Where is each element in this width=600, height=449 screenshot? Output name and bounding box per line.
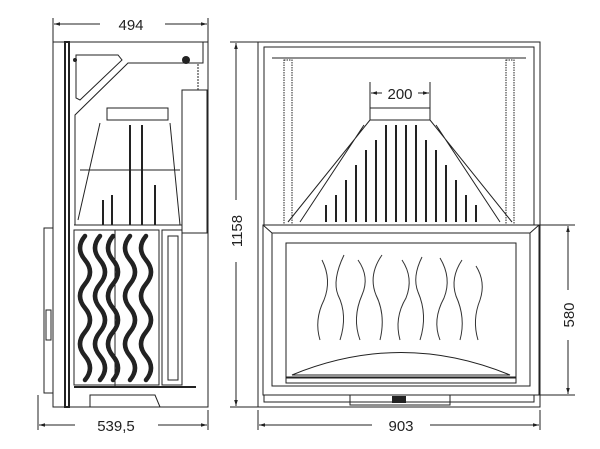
side-view — [43, 41, 209, 408]
hood-fins — [325, 125, 477, 222]
dimension-580: 580 — [540, 224, 578, 396]
flames — [317, 254, 483, 341]
dimension-200: 200 — [369, 82, 431, 108]
dimension-1158: 1158 — [229, 41, 258, 408]
dim-label-903: 903 — [388, 418, 413, 435]
dimension-539-5: 539,5 — [37, 395, 209, 435]
dimension-494: 494 — [52, 17, 209, 42]
dimension-903: 903 — [257, 410, 541, 435]
dim-label-494: 494 — [118, 17, 143, 34]
dim-label-539-5: 539,5 — [97, 418, 135, 435]
front-view — [257, 41, 541, 408]
heat-exchanger-waves — [77, 233, 154, 383]
dim-label-200: 200 — [387, 86, 412, 103]
dim-label-1158: 1158 — [229, 215, 246, 247]
dim-label-580: 580 — [561, 302, 578, 327]
